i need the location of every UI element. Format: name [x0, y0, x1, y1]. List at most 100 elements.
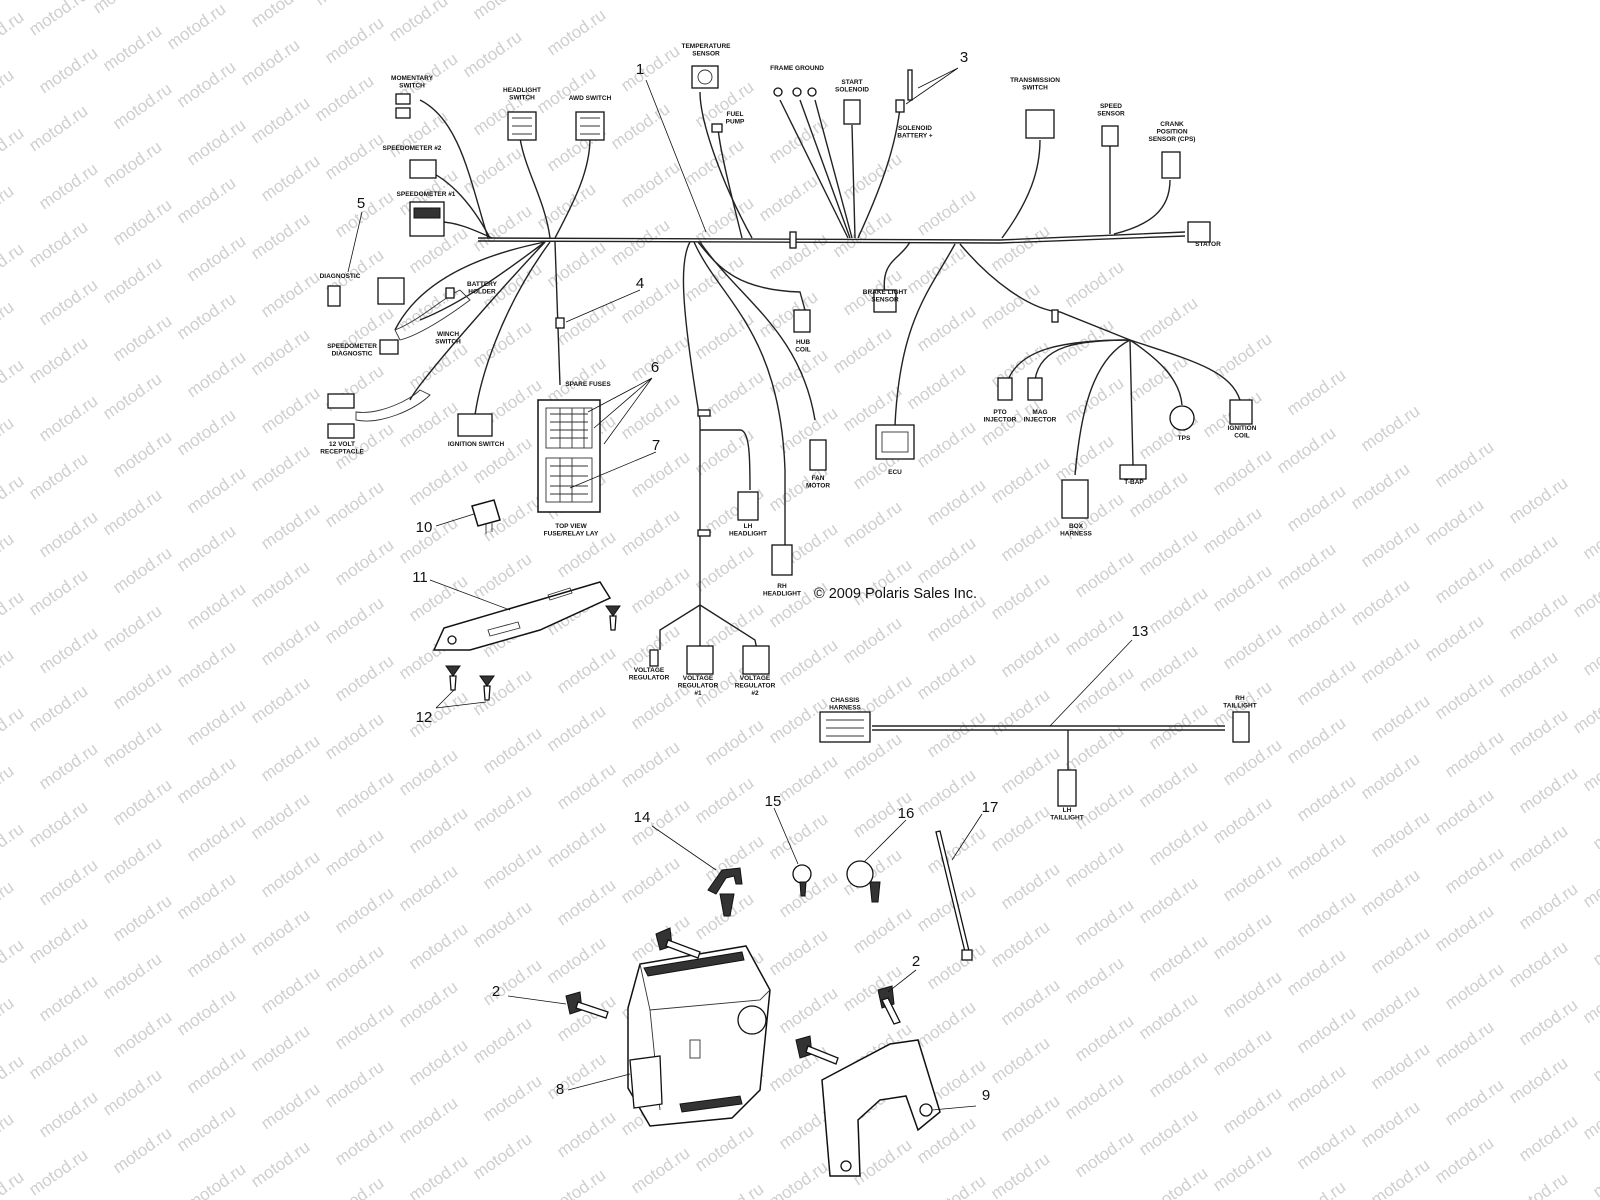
copyright-notice: © 2009 Polaris Sales Inc. — [814, 586, 977, 602]
watermark-text: motod.ru — [331, 999, 397, 1053]
watermark-text: motod.ru — [1071, 895, 1137, 949]
watermark-text: motod.ru — [1293, 771, 1359, 825]
label-temperature-sensor: TEMPERATURE — [682, 43, 732, 50]
watermark-text: motod.ru — [395, 861, 461, 915]
watermark-text: motod.ru — [1421, 495, 1487, 549]
label-brake-light-sensor: SENSOR — [871, 297, 899, 304]
watermark-text: motod.ru — [1219, 967, 1285, 1021]
watermark-text: motod.ru — [163, 0, 229, 53]
watermark-text: motod.ru — [257, 267, 323, 321]
watermark-text: motod.ru — [0, 819, 27, 873]
watermark-text: motod.ru — [183, 115, 249, 169]
label-momentary-switch: MOMENTARY — [391, 75, 434, 82]
watermark-text: motod.ru — [331, 651, 397, 705]
watermark-text: motod.ru — [617, 157, 683, 211]
watermark-text: motod.ru — [183, 1159, 249, 1200]
callout-6: 6 — [651, 359, 659, 376]
watermark-text: motod.ru — [1071, 547, 1137, 601]
watermark-text: motod.ru — [183, 811, 249, 865]
watermark-text: motod.ru — [479, 955, 545, 1009]
watermark-text: motod.ru — [1441, 843, 1507, 897]
watermark-text: motod.ru — [25, 333, 91, 387]
watermark-text: motod.ru — [25, 1145, 91, 1199]
watermark-text: motod.ru — [1209, 1141, 1275, 1195]
watermark-text: motod.ru — [469, 665, 535, 719]
watermark-text: motod.ru — [987, 337, 1053, 391]
watermark-text: motod.ru — [1367, 1039, 1433, 1093]
watermark-text: motod.ru — [1431, 669, 1497, 723]
watermark-text: motod.ru — [913, 997, 979, 1051]
watermark-text: motod.ru — [997, 627, 1063, 681]
label-transmission-switch: TRANSMISSION — [1010, 77, 1060, 84]
label-crank-position-sensor: CRANK — [1160, 121, 1184, 128]
label-lh-taillight: TAILLIGHT — [1050, 815, 1083, 822]
callout-8: 8 — [556, 1081, 564, 1098]
watermark-text: motod.ru — [1061, 257, 1127, 311]
watermark-text: motod.ru — [1145, 931, 1211, 985]
watermark-text: motod.ru — [617, 737, 683, 791]
watermark-text: motod.ru — [617, 505, 683, 559]
watermark-text: motod.ru — [25, 913, 91, 967]
watermark-text: motod.ru — [0, 65, 17, 119]
watermark-text: motod.ru — [99, 369, 165, 423]
label-frame-ground: FRAME GROUND — [770, 65, 824, 72]
watermark-text: motod.ru — [0, 181, 17, 235]
watermark-text: motod.ru — [913, 533, 979, 587]
watermark-text: motod.ru — [25, 797, 91, 851]
watermark-text: motod.ru — [0, 877, 17, 931]
watermark-text: motod.ru — [691, 773, 757, 827]
watermark-text: motod.ru — [1145, 1163, 1211, 1200]
watermark-text: motod.ru — [173, 1101, 239, 1155]
watermark-text: motod.ru — [553, 643, 619, 697]
callout-10: 10 — [416, 519, 433, 536]
watermark-text: motod.ru — [1579, 741, 1600, 795]
watermark-text: motod.ru — [627, 331, 693, 385]
watermark-text: motod.ru — [691, 541, 757, 595]
watermark-text: motod.ru — [1357, 517, 1423, 571]
watermark-text: motod.ru — [755, 171, 821, 225]
watermark-text: motod.ru — [1199, 503, 1265, 557]
watermark-text: motod.ru — [607, 99, 673, 153]
watermark-text: motod.ru — [99, 137, 165, 191]
watermark-text: motod.ru — [321, 13, 387, 67]
watermark-text: motod.ru — [1219, 735, 1285, 789]
watermark-text: motod.ru — [99, 601, 165, 655]
watermark-text: motod.ru — [385, 107, 451, 161]
watermark-text: motod.ru — [183, 695, 249, 749]
watermark-text: motod.ru — [405, 803, 471, 857]
watermark-text: motod.ru — [257, 963, 323, 1017]
label-ecu: ECU — [888, 469, 902, 476]
watermark-text: motod.ru — [35, 855, 101, 909]
watermark-text: motod.ru — [0, 413, 17, 467]
label-solenoid-battery: BATTERY + — [897, 133, 933, 140]
watermark-text: motod.ru — [1441, 959, 1507, 1013]
watermark-text: motod.ru — [257, 731, 323, 785]
label-voltage-regulator-1: REGULATOR — [678, 683, 719, 690]
watermark-text: motod.ru — [987, 569, 1053, 623]
watermark-text: motod.ru — [257, 383, 323, 437]
watermark-text: motod.ru — [1071, 779, 1137, 833]
watermark-text: motod.ru — [109, 659, 175, 713]
watermark-text: motod.ru — [987, 453, 1053, 507]
watermark-text: motod.ru — [913, 185, 979, 239]
watermark-text: motod.ru — [173, 57, 239, 111]
watermark-text: motod.ru — [849, 903, 915, 957]
watermark-text: motod.ru — [1431, 901, 1497, 955]
watermark-text: motod.ru — [913, 649, 979, 703]
ecu-bracket — [821, 1039, 941, 1177]
watermark-text: motod.ru — [35, 159, 101, 213]
watermark-text: motod.ru — [247, 905, 313, 959]
watermark-text: motod.ru — [617, 41, 683, 95]
leader-lines — [347, 67, 1133, 1111]
watermark-text: motod.ru — [247, 0, 313, 31]
watermark-text: motod.ru — [1071, 1127, 1137, 1181]
callout-2: 2 — [492, 983, 500, 1000]
watermark-text: motod.ru — [987, 1149, 1053, 1200]
watermark-text: motod.ru — [775, 983, 841, 1037]
label-headlight-switch: SWITCH — [509, 95, 535, 102]
watermark-text: motod.ru — [321, 593, 387, 647]
watermark-text: motod.ru — [839, 613, 905, 667]
watermark-text: motod.ru — [1273, 423, 1339, 477]
